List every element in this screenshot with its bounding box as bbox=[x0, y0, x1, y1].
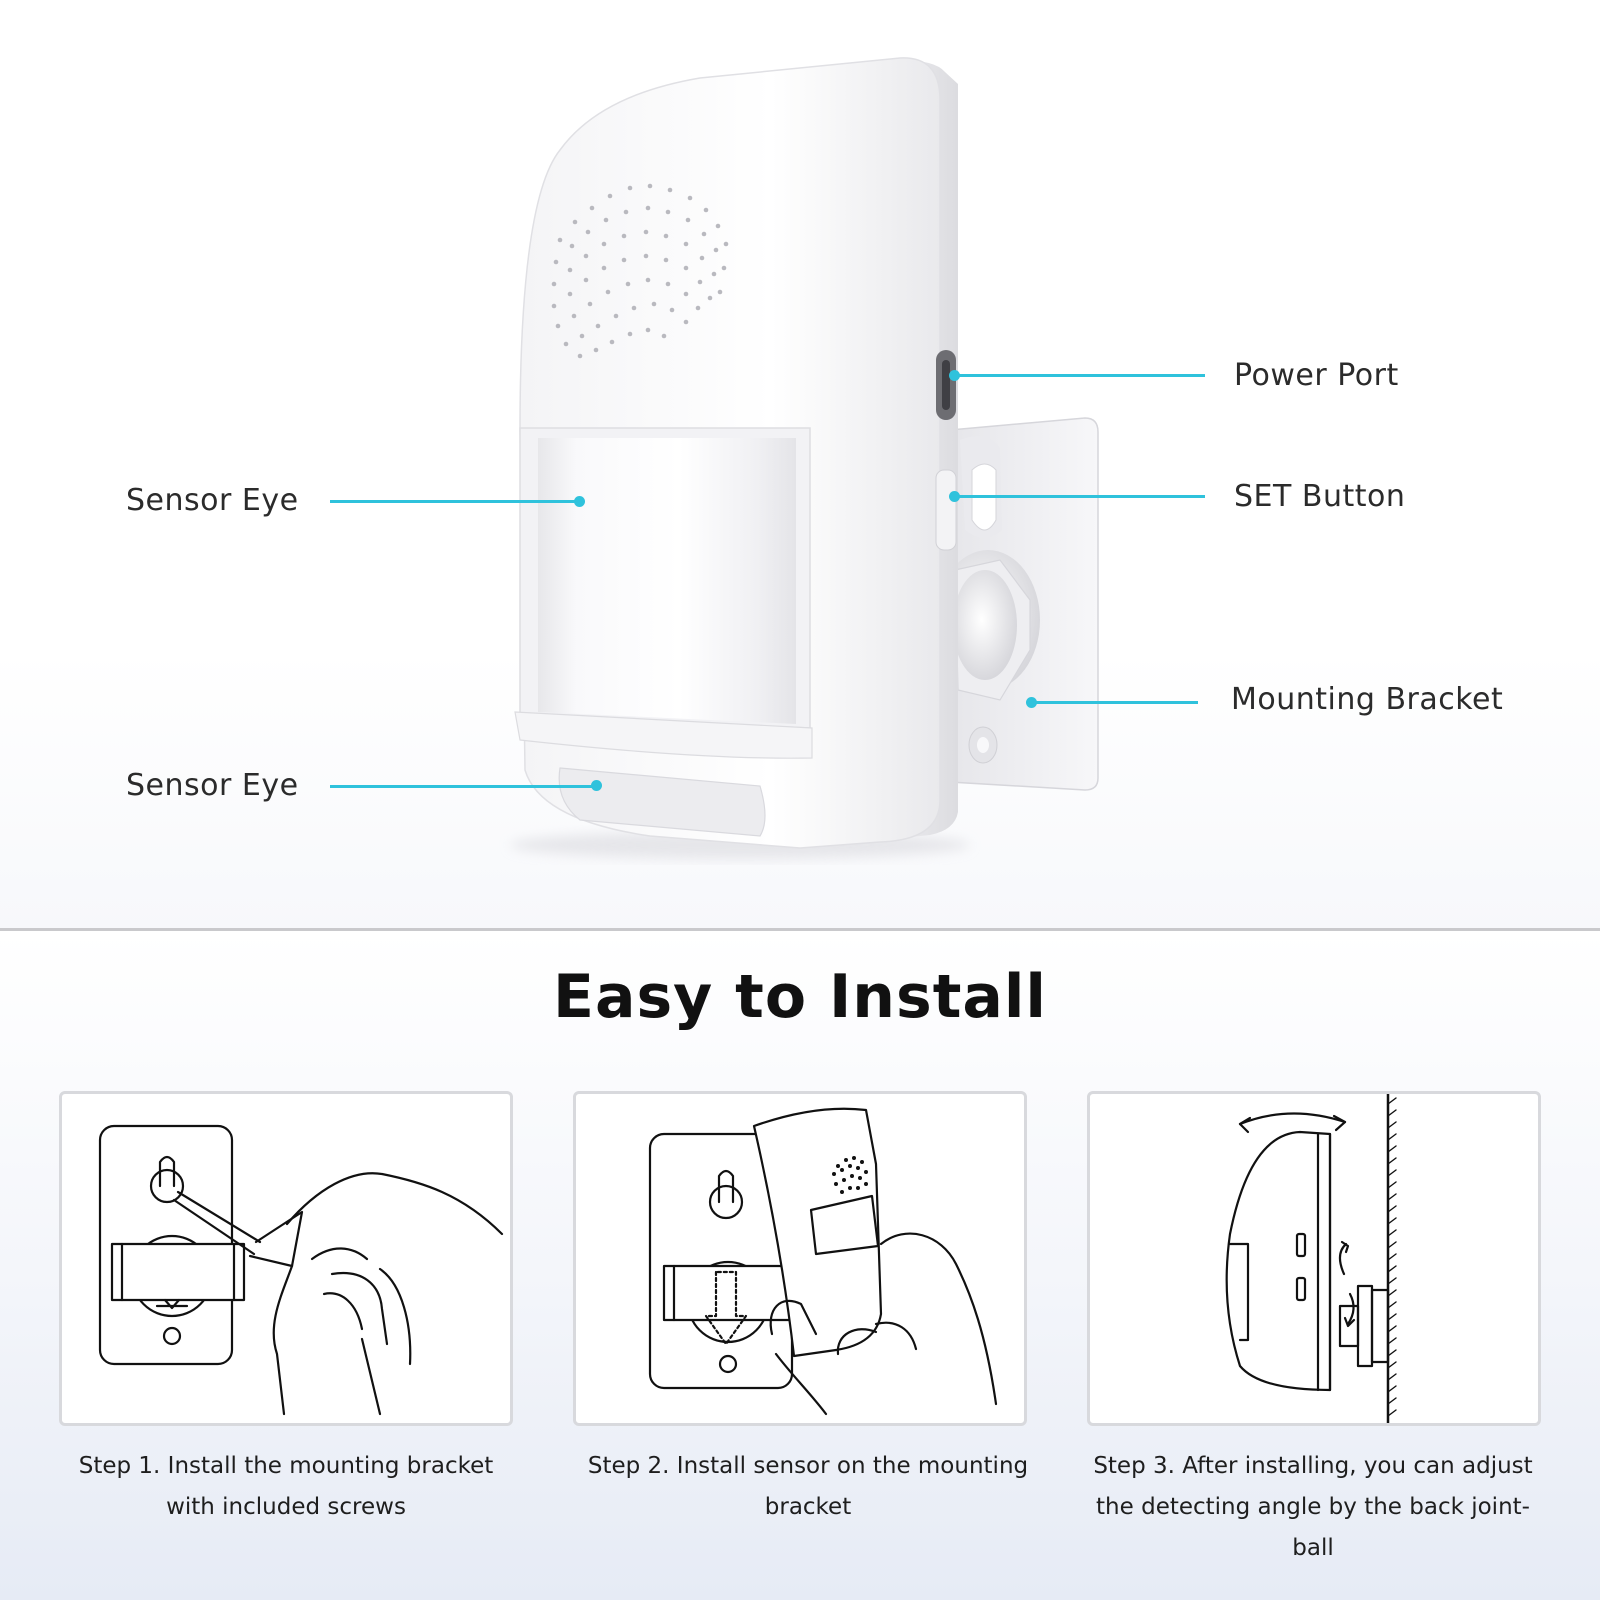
section-divider bbox=[0, 928, 1600, 931]
leader-dot-set-button bbox=[949, 491, 960, 502]
step-2-card bbox=[573, 1091, 1027, 1426]
step-3-illustration bbox=[1225, 1094, 1397, 1423]
motion-sensor-illustration bbox=[510, 57, 1099, 859]
callout-sensor-eye-upper: Sensor Eye bbox=[126, 483, 299, 518]
install-heading: Easy to Install bbox=[552, 962, 1048, 1032]
callout-sensor-eye-lower: Sensor Eye bbox=[126, 768, 299, 803]
callout-power-port: Power Port bbox=[1234, 358, 1399, 393]
leader-line-set-button bbox=[952, 495, 1205, 498]
leader-line-sensor-eye-upper bbox=[330, 500, 580, 503]
callout-mounting-bracket: Mounting Bracket bbox=[1231, 682, 1504, 717]
step-1-card bbox=[59, 1091, 513, 1426]
step-2-caption: Step 2. Install sensor on the mounting b… bbox=[587, 1453, 1029, 1520]
leader-dot-power-port bbox=[949, 370, 960, 381]
step-3-card bbox=[1087, 1091, 1541, 1426]
step-1-caption: Step 1. Install the mounting bracket wit… bbox=[78, 1453, 494, 1520]
step-3-caption: Step 3. After installing, you can adjust… bbox=[1093, 1453, 1533, 1561]
leader-dot-sensor-eye-upper bbox=[574, 496, 585, 507]
step-2-illustration bbox=[648, 1107, 998, 1416]
leader-dot-sensor-eye-lower bbox=[591, 780, 602, 791]
leader-line-sensor-eye-lower bbox=[330, 785, 595, 788]
step-1-illustration bbox=[98, 1124, 504, 1416]
callout-set-button: SET Button bbox=[1234, 479, 1406, 514]
leader-line-mounting-bracket bbox=[1030, 701, 1198, 704]
leader-line-power-port bbox=[952, 374, 1205, 377]
leader-dot-mounting-bracket bbox=[1026, 697, 1037, 708]
speaker-grille bbox=[551, 183, 729, 359]
